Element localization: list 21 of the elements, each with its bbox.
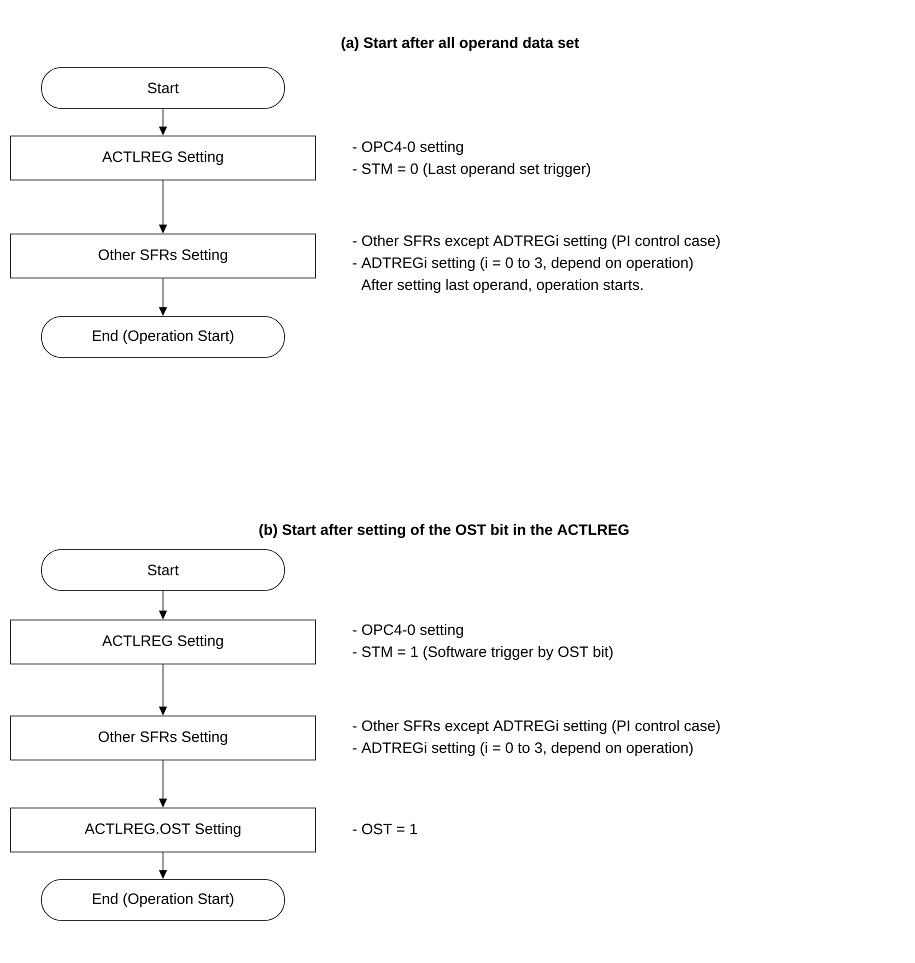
process-box: Other SFRs Setting <box>10 716 316 760</box>
note-text: - ADTREGi setting (i = 0 to 3, depend on operation) <box>352 742 693 756</box>
terminal-box: Start <box>41 67 285 109</box>
note-text: - OPC4-0 setting <box>352 624 463 638</box>
section-heading: (a) Start after all operand data set <box>342 37 579 51</box>
note-text: - Other SFRs except ADTREGi setting (PI control case) <box>352 720 720 734</box>
terminal-box: Start <box>41 549 285 591</box>
process-box: ACTLREG.OST Setting <box>10 808 316 852</box>
section-heading: (b) Start after setting of the OST bit in the ACTLREG <box>259 524 628 538</box>
process-box: ACTLREG Setting <box>10 620 316 664</box>
terminal-box: End (Operation Start) <box>41 316 285 358</box>
note-text: - ADTREGi setting (i = 0 to 3, depend on operation) <box>352 257 693 271</box>
process-box: Other SFRs Setting <box>10 234 316 278</box>
terminal-box: End (Operation Start) <box>41 879 285 921</box>
note-text: - Other SFRs except ADTREGi setting (PI control case) <box>352 235 720 249</box>
note-text: - STM = 1 (Software trigger by OST bit) <box>352 646 613 660</box>
note-text: After setting last operand, operation starts. <box>361 279 642 293</box>
note-text: - OST = 1 <box>352 824 417 834</box>
process-box: ACTLREG Setting <box>10 136 316 180</box>
note-text: - OPC4-0 setting <box>352 141 463 155</box>
note-text: - STM = 0 (Last operand set trigger) <box>352 163 590 177</box>
